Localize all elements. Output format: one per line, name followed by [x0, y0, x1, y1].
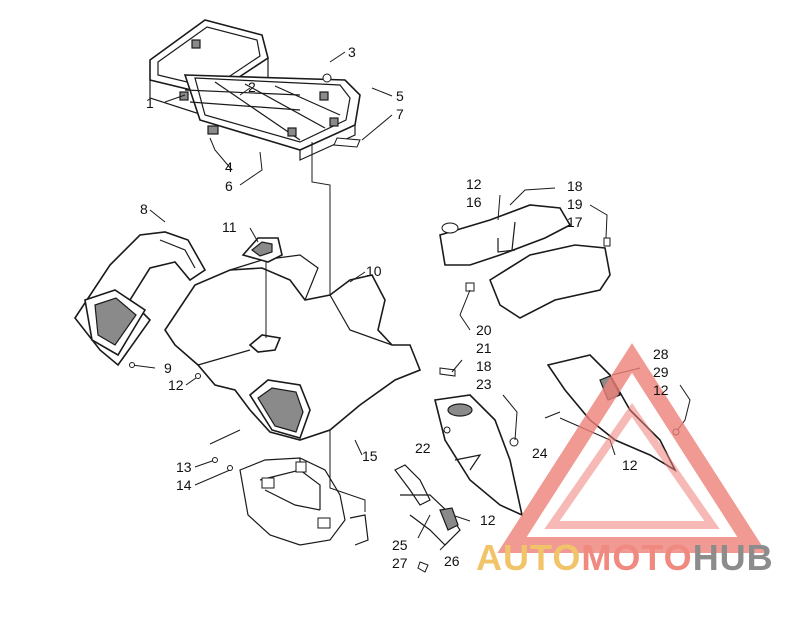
watermark-auto: AUTO: [476, 537, 581, 578]
watermark-logo: AUTOMOTOHUB: [476, 343, 774, 578]
callout-5: 5: [396, 88, 404, 104]
rear-fender-body: [164, 254, 422, 441]
callout-27: 27: [392, 555, 408, 571]
frame-section: [239, 457, 369, 546]
callout-20: 20: [476, 322, 492, 338]
access-cover: [241, 237, 283, 338]
callout-18-top: 18: [567, 178, 583, 194]
callout-12-top: 12: [466, 176, 482, 192]
callout-26: 26: [444, 553, 460, 569]
callout-8: 8: [140, 201, 148, 217]
bracket-lower: [394, 464, 471, 573]
callout-22: 22: [415, 440, 431, 456]
callout-6: 6: [225, 178, 233, 194]
side-panel-upper: [439, 187, 611, 331]
watermark-triangle: [497, 343, 767, 553]
callout-14: 14: [176, 477, 192, 493]
callout-12-shield: 12: [622, 457, 638, 473]
callout-12-left: 12: [168, 377, 184, 393]
callout-15: 15: [362, 448, 378, 464]
callout-7: 7: [396, 106, 404, 122]
callout-29: 29: [653, 364, 669, 380]
svg-text:AUTOMOTOHUB: AUTOMOTOHUB: [476, 537, 774, 578]
leader-lines: [129, 51, 393, 486]
front-fender-left: [74, 231, 207, 367]
callout-3: 3: [348, 44, 356, 60]
callout-10: 10: [366, 263, 382, 279]
callout-24: 24: [532, 445, 548, 461]
rear-rack: [149, 19, 361, 161]
callout-18-mid: 18: [476, 358, 492, 374]
callout-1: 1: [146, 95, 154, 111]
callout-16: 16: [466, 194, 482, 210]
callout-12-right: 12: [653, 382, 669, 398]
callout-12-bottom: 12: [480, 512, 496, 528]
callout-4: 4: [225, 159, 233, 175]
callout-9: 9: [164, 360, 172, 376]
callout-2: 2: [248, 79, 256, 95]
callout-13: 13: [176, 459, 192, 475]
callout-21: 21: [476, 340, 492, 356]
callout-25: 25: [392, 537, 408, 553]
callout-17: 17: [567, 214, 583, 230]
callout-19: 19: [567, 196, 583, 212]
watermark-moto: MOTO: [581, 537, 692, 578]
callout-23: 23: [476, 376, 492, 392]
callout-28: 28: [653, 346, 669, 362]
watermark-hub: HUB: [693, 537, 774, 578]
callout-11: 11: [222, 219, 237, 235]
callout-labels: 1 2 3 5 7 4 6 8 11 10 9 12 13 14 15 12 1…: [140, 44, 669, 571]
